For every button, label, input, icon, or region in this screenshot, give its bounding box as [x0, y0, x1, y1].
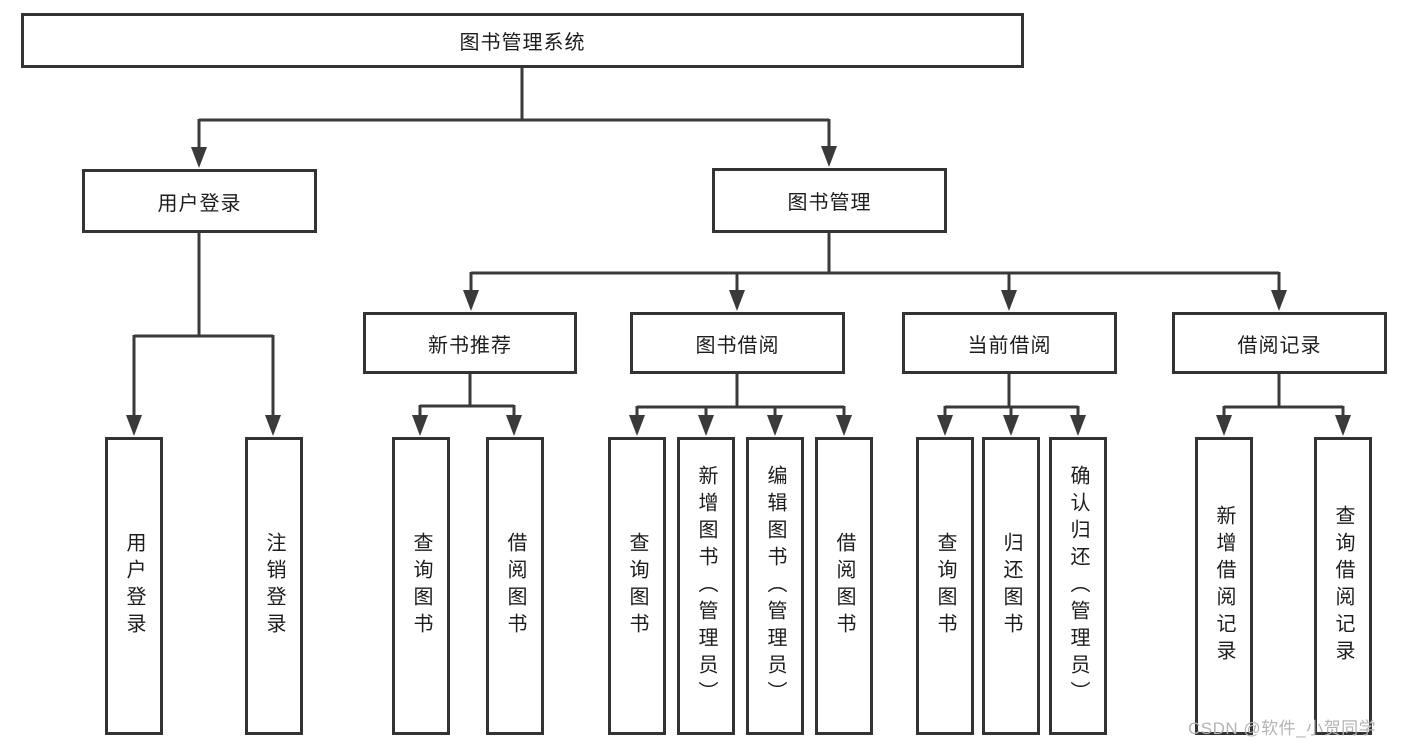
leaf-label: 用户登录 [123, 532, 145, 640]
node-library-management-system: 图书管理系统 [21, 13, 1024, 68]
leaf-label: 归还图书 [1000, 532, 1022, 640]
leaf-label: 借阅图书 [833, 532, 855, 640]
leaf-label: 借阅图书 [504, 532, 526, 640]
leaf-return-books: 归还图书 [982, 437, 1040, 735]
leaf-query-books-2: 查询图书 [608, 437, 666, 735]
leaf-add-borrow-record: 新增借阅记录 [1195, 437, 1253, 735]
node-label: 新书推荐 [428, 334, 512, 357]
leaf-confirm-return-admin: 确认归还（管理员） [1049, 437, 1107, 735]
node-label: 图书管理系统 [459, 32, 586, 54]
node-label: 当前借阅 [967, 334, 1052, 357]
leaf-label: 查询图书 [626, 532, 648, 640]
csdn-watermark: CSDN @软件_小贺同学 [1188, 719, 1377, 738]
leaf-label: 确认归还（管理员） [1067, 464, 1089, 708]
leaf-query-borrow-record: 查询借阅记录 [1314, 437, 1372, 735]
node-book-management: 图书管理 [712, 168, 947, 233]
leaf-label: 查询图书 [410, 532, 432, 640]
leaf-label: 注销登录 [263, 532, 285, 640]
leaf-label: 新增借阅记录 [1213, 505, 1235, 667]
node-book-borrowing: 图书借阅 [630, 312, 845, 374]
leaf-query-books-1: 查询图书 [392, 437, 450, 735]
node-user-login: 用户登录 [82, 169, 317, 233]
node-label: 图书借阅 [695, 334, 780, 357]
leaf-label: 查询图书 [934, 532, 956, 640]
leaf-borrow-books-1: 借阅图书 [486, 437, 544, 735]
leaf-label: 查询借阅记录 [1332, 505, 1354, 667]
leaf-label: 编辑图书（管理员） [764, 464, 786, 708]
node-label: 图书管理 [787, 192, 872, 214]
leaf-add-books-admin: 新增图书（管理员） [677, 437, 735, 735]
leaf-borrow-books-2: 借阅图书 [815, 437, 873, 735]
leaf-user-login: 用户登录 [105, 437, 163, 735]
node-label: 用户登录 [157, 192, 242, 215]
leaf-logout: 注销登录 [245, 437, 303, 735]
node-new-book-recommendation: 新书推荐 [363, 312, 577, 374]
leaf-label: 新增图书（管理员） [695, 464, 717, 708]
leaf-query-books-3: 查询图书 [916, 437, 974, 735]
node-current-borrowing: 当前借阅 [902, 312, 1117, 374]
node-borrowing-records: 借阅记录 [1172, 312, 1387, 374]
node-label: 借阅记录 [1237, 334, 1322, 357]
leaf-edit-books-admin: 编辑图书（管理员） [746, 437, 804, 735]
